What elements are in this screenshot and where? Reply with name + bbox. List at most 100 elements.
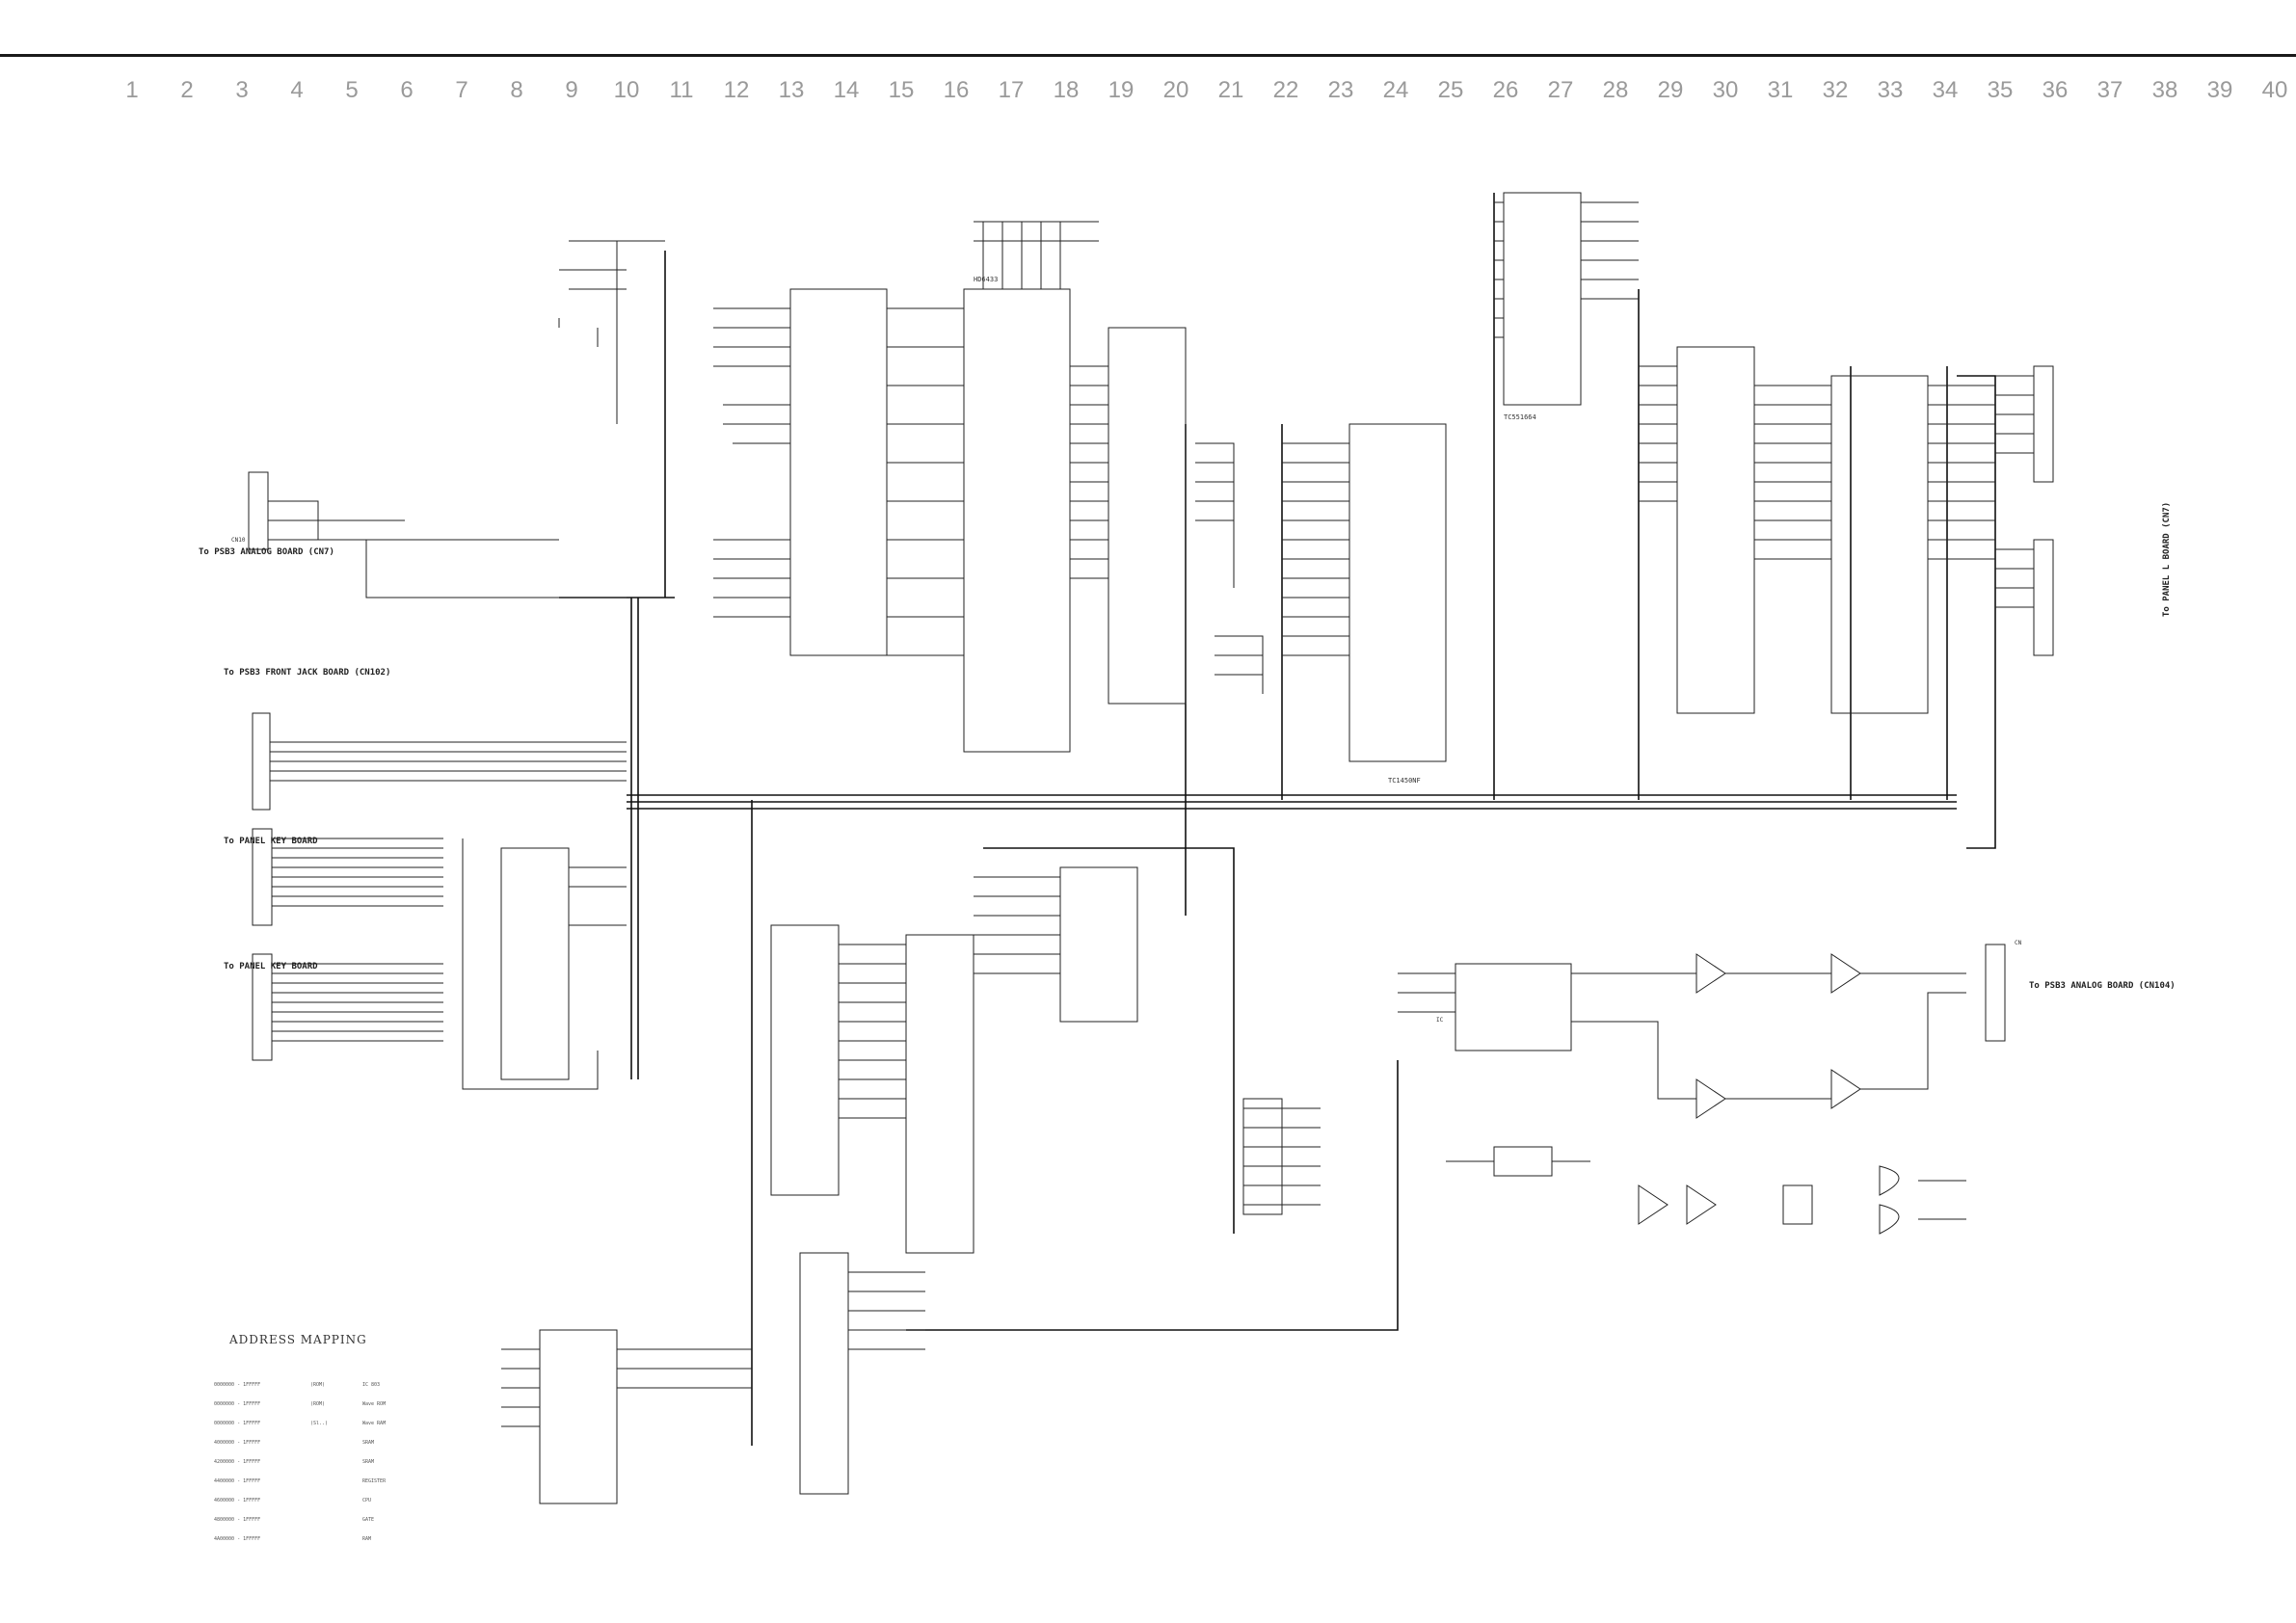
ic-dac-buffer [1242, 1098, 1283, 1215]
ic-port-expander [789, 288, 888, 656]
label-cn104: CN [2015, 940, 2022, 946]
svg-text:4000000 - 1FFFFF: 4000000 - 1FFFFF [214, 1440, 260, 1446]
column-number-3: 3 [235, 77, 249, 103]
ic-decoder [1108, 327, 1187, 705]
label-ic-ram: TC551664 [1504, 413, 1536, 421]
opamp-1 [1695, 953, 1726, 994]
column-number-22: 22 [1272, 77, 1299, 103]
svg-text:0000000 - 1FFFFF: 0000000 - 1FFFFF [214, 1421, 260, 1426]
opamp-3 [1830, 953, 1861, 994]
column-number-1: 1 [125, 77, 139, 103]
column-number-32: 32 [1822, 77, 1849, 103]
column-number-19: 19 [1108, 77, 1135, 103]
ic-cpu-hd6433 [963, 288, 1071, 753]
column-number-38: 38 [2151, 77, 2178, 103]
svg-text:4800000 - 1FFFFF: 4800000 - 1FFFFF [214, 1517, 260, 1523]
svg-text:Wave RAM: Wave RAM [362, 1421, 386, 1426]
svg-text:CPU: CPU [362, 1498, 371, 1503]
opamp-4 [1830, 1069, 1861, 1109]
bus-far-right [1957, 375, 1996, 849]
column-number-14: 14 [833, 77, 860, 103]
ic-mask-rom [1348, 423, 1447, 762]
column-number-39: 39 [2206, 77, 2233, 103]
column-number-12: 12 [723, 77, 750, 103]
connector-cn102-left [252, 712, 271, 811]
svg-text:GATE: GATE [362, 1517, 374, 1523]
ic-io-controller [1830, 375, 1929, 714]
ic-bottom-mux [799, 1252, 849, 1495]
column-number-40: 40 [2261, 77, 2288, 103]
svg-text:(ROM): (ROM) [310, 1382, 325, 1388]
column-number-26: 26 [1492, 77, 1519, 103]
connector-panel-right [2033, 365, 2054, 483]
connector-label-right-panel: To PANEL L BOARD (CN7) [2162, 502, 2172, 617]
column-number-37: 37 [2096, 77, 2123, 103]
memory-region [1282, 192, 2054, 762]
column-number-5: 5 [345, 77, 359, 103]
svg-text:SRAM: SRAM [362, 1459, 374, 1465]
ic-wave-rom [905, 934, 974, 1254]
column-number-31: 31 [1767, 77, 1794, 103]
ic-lower-ram [1059, 866, 1138, 1023]
bus-left-vertical [630, 598, 639, 1079]
svg-text:RAM: RAM [362, 1536, 371, 1542]
opamp-6 [1686, 1184, 1717, 1225]
svg-text:(Sl..): (Sl..) [310, 1421, 328, 1426]
column-number-7: 7 [455, 77, 468, 103]
logic-gate-2 [1879, 1165, 1900, 1235]
column-number-30: 30 [1712, 77, 1739, 103]
column-number-25: 25 [1437, 77, 1464, 103]
label-ic-main: TC1450NF [1388, 777, 1421, 785]
column-number-20: 20 [1162, 77, 1189, 103]
svg-text:4600000 - 1FFFFF: 4600000 - 1FFFFF [214, 1498, 260, 1503]
bus-mid [751, 800, 1399, 1446]
connector-label-left-front: To PSB3 FRONT JACK BOARD (CN102) [224, 668, 390, 678]
lower-region [501, 866, 1321, 1504]
logic-gate-1 [1782, 1184, 1813, 1225]
label-ic-cpu: HD6433 [974, 276, 998, 283]
svg-text:REGISTER: REGISTER [362, 1478, 387, 1484]
column-number-11: 11 [669, 77, 694, 103]
column-number-17: 17 [998, 77, 1025, 103]
ic-ram-left [539, 1329, 618, 1504]
bus-horizontal-main [627, 794, 1957, 810]
analog-region [1398, 944, 2006, 1235]
connector-cn7-left [248, 471, 269, 550]
column-number-34: 34 [1932, 77, 1959, 103]
column-number-4: 4 [290, 77, 304, 103]
column-number-28: 28 [1602, 77, 1629, 103]
column-number-6: 6 [400, 77, 414, 103]
address-mapping-title: ADDRESS MAPPING [229, 1333, 367, 1346]
column-number-16: 16 [943, 77, 970, 103]
column-number-36: 36 [2042, 77, 2069, 103]
column-number-13: 13 [778, 77, 805, 103]
svg-text:Wave ROM: Wave ROM [362, 1401, 386, 1407]
column-number-2: 2 [180, 77, 194, 103]
connector-panel-key-2 [252, 953, 273, 1061]
column-number-27: 27 [1547, 77, 1574, 103]
svg-text:IC 803: IC 803 [362, 1382, 380, 1388]
column-number-18: 18 [1053, 77, 1080, 103]
svg-text:4400000 - 1FFFFF: 4400000 - 1FFFFF [214, 1478, 260, 1484]
column-number-21: 21 [1217, 77, 1244, 103]
label-cn7-1: CN10 [231, 537, 246, 544]
ic-regulator [1493, 1146, 1553, 1177]
svg-text:(ROM): (ROM) [310, 1401, 325, 1407]
svg-text:SRAM: SRAM [362, 1440, 374, 1446]
svg-text:0000000 - 1FFFFF: 0000000 - 1FFFFF [214, 1401, 260, 1407]
svg-text:0000000 - 1FFFFF: 0000000 - 1FFFFF [214, 1382, 260, 1388]
connector-cn104 [1985, 944, 2006, 1042]
column-number-9: 9 [565, 77, 578, 103]
opamp-5 [1638, 1184, 1669, 1225]
cpu-region [713, 221, 1264, 753]
column-number-15: 15 [888, 77, 915, 103]
svg-text:4A00000 - 1FFFFF: 4A00000 - 1FFFFF [214, 1536, 260, 1542]
connector-label-panel2: To PANEL KEY BOARD [224, 962, 318, 971]
connector-panel-right-2 [2033, 539, 2054, 656]
svg-text:4200000 - 1FFFFF: 4200000 - 1FFFFF [214, 1459, 260, 1465]
connector-label-analog: To PSB3 ANALOG BOARD (CN104) [2029, 981, 2176, 991]
column-number-24: 24 [1382, 77, 1409, 103]
ic-sram-tc551664 [1503, 192, 1582, 406]
